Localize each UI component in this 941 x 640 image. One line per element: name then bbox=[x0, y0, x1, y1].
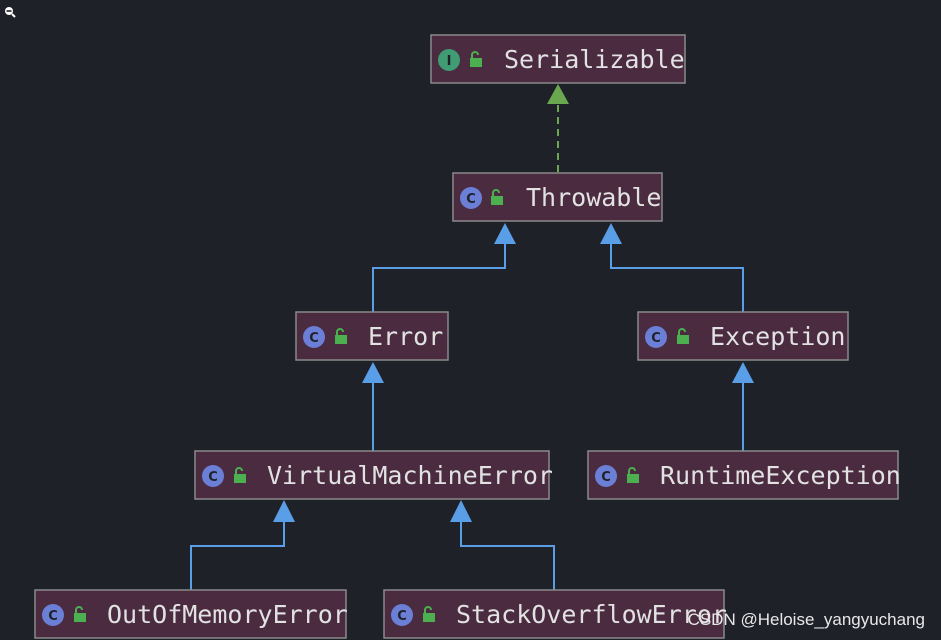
arrowhead-throwable-left bbox=[494, 223, 516, 244]
class-badge-icon bbox=[202, 465, 224, 487]
node-label: Throwable bbox=[526, 183, 661, 212]
node-label: Serializable bbox=[504, 45, 685, 74]
class-badge-icon bbox=[42, 604, 64, 626]
node-serializable[interactable]: I Serializable bbox=[430, 34, 686, 84]
edges bbox=[190, 84, 754, 590]
edge-soe-vme bbox=[460, 520, 555, 590]
lock-open-icon bbox=[234, 467, 246, 483]
node-label: Error bbox=[368, 322, 443, 351]
svg-text:C: C bbox=[309, 331, 319, 346]
class-badge-icon bbox=[595, 465, 617, 487]
lock-open-icon bbox=[335, 328, 347, 344]
node-virtualmachineerror[interactable]: C VirtualMachineError bbox=[194, 450, 553, 500]
arrowhead-serializable bbox=[547, 84, 569, 104]
svg-text:C: C bbox=[397, 609, 407, 624]
lock-open-icon bbox=[423, 606, 435, 622]
class-badge-icon bbox=[391, 604, 413, 626]
svg-text:C: C bbox=[601, 470, 611, 485]
node-outofmemoryerror[interactable]: C OutOfMemoryError bbox=[34, 589, 348, 639]
zoom-cursor-icon bbox=[4, 3, 16, 18]
arrowhead-vme-right bbox=[450, 500, 472, 522]
watermark: CSDN @Heloise_yangyuchang bbox=[687, 610, 925, 629]
class-badge-icon bbox=[460, 187, 482, 209]
node-label: RuntimeException bbox=[660, 461, 901, 490]
arrowhead-vme-left bbox=[273, 500, 295, 522]
node-label: VirtualMachineError bbox=[267, 461, 553, 490]
interface-badge-icon bbox=[438, 49, 460, 71]
svg-text:C: C bbox=[651, 331, 661, 346]
node-label: OutOfMemoryError bbox=[107, 600, 348, 629]
node-throwable[interactable]: C Throwable bbox=[452, 172, 663, 222]
node-label: Exception bbox=[710, 322, 845, 351]
edge-error-throwable bbox=[372, 242, 506, 312]
arrowhead-error bbox=[362, 362, 384, 383]
node-exception[interactable]: C Exception bbox=[637, 311, 849, 361]
svg-text:I: I bbox=[447, 54, 452, 69]
lock-open-icon bbox=[627, 467, 639, 483]
node-runtimeexception[interactable]: C RuntimeException bbox=[587, 450, 901, 500]
svg-text:C: C bbox=[466, 192, 476, 207]
lock-open-icon bbox=[491, 189, 503, 205]
class-badge-icon bbox=[303, 326, 325, 348]
node-stackoverflowerror[interactable]: C StackOverflowError bbox=[383, 589, 727, 639]
node-error[interactable]: C Error bbox=[295, 311, 449, 361]
node-label: StackOverflowError bbox=[456, 600, 727, 629]
svg-text:C: C bbox=[208, 470, 218, 485]
svg-text:C: C bbox=[48, 609, 58, 624]
arrowhead-throwable-right bbox=[600, 223, 622, 244]
edge-exception-throwable bbox=[610, 242, 744, 312]
lock-open-icon bbox=[74, 606, 86, 622]
lock-open-icon bbox=[470, 51, 482, 67]
class-badge-icon bbox=[645, 326, 667, 348]
edge-oom-vme bbox=[190, 520, 285, 590]
lock-open-icon bbox=[677, 328, 689, 344]
arrowhead-exception bbox=[732, 362, 754, 383]
